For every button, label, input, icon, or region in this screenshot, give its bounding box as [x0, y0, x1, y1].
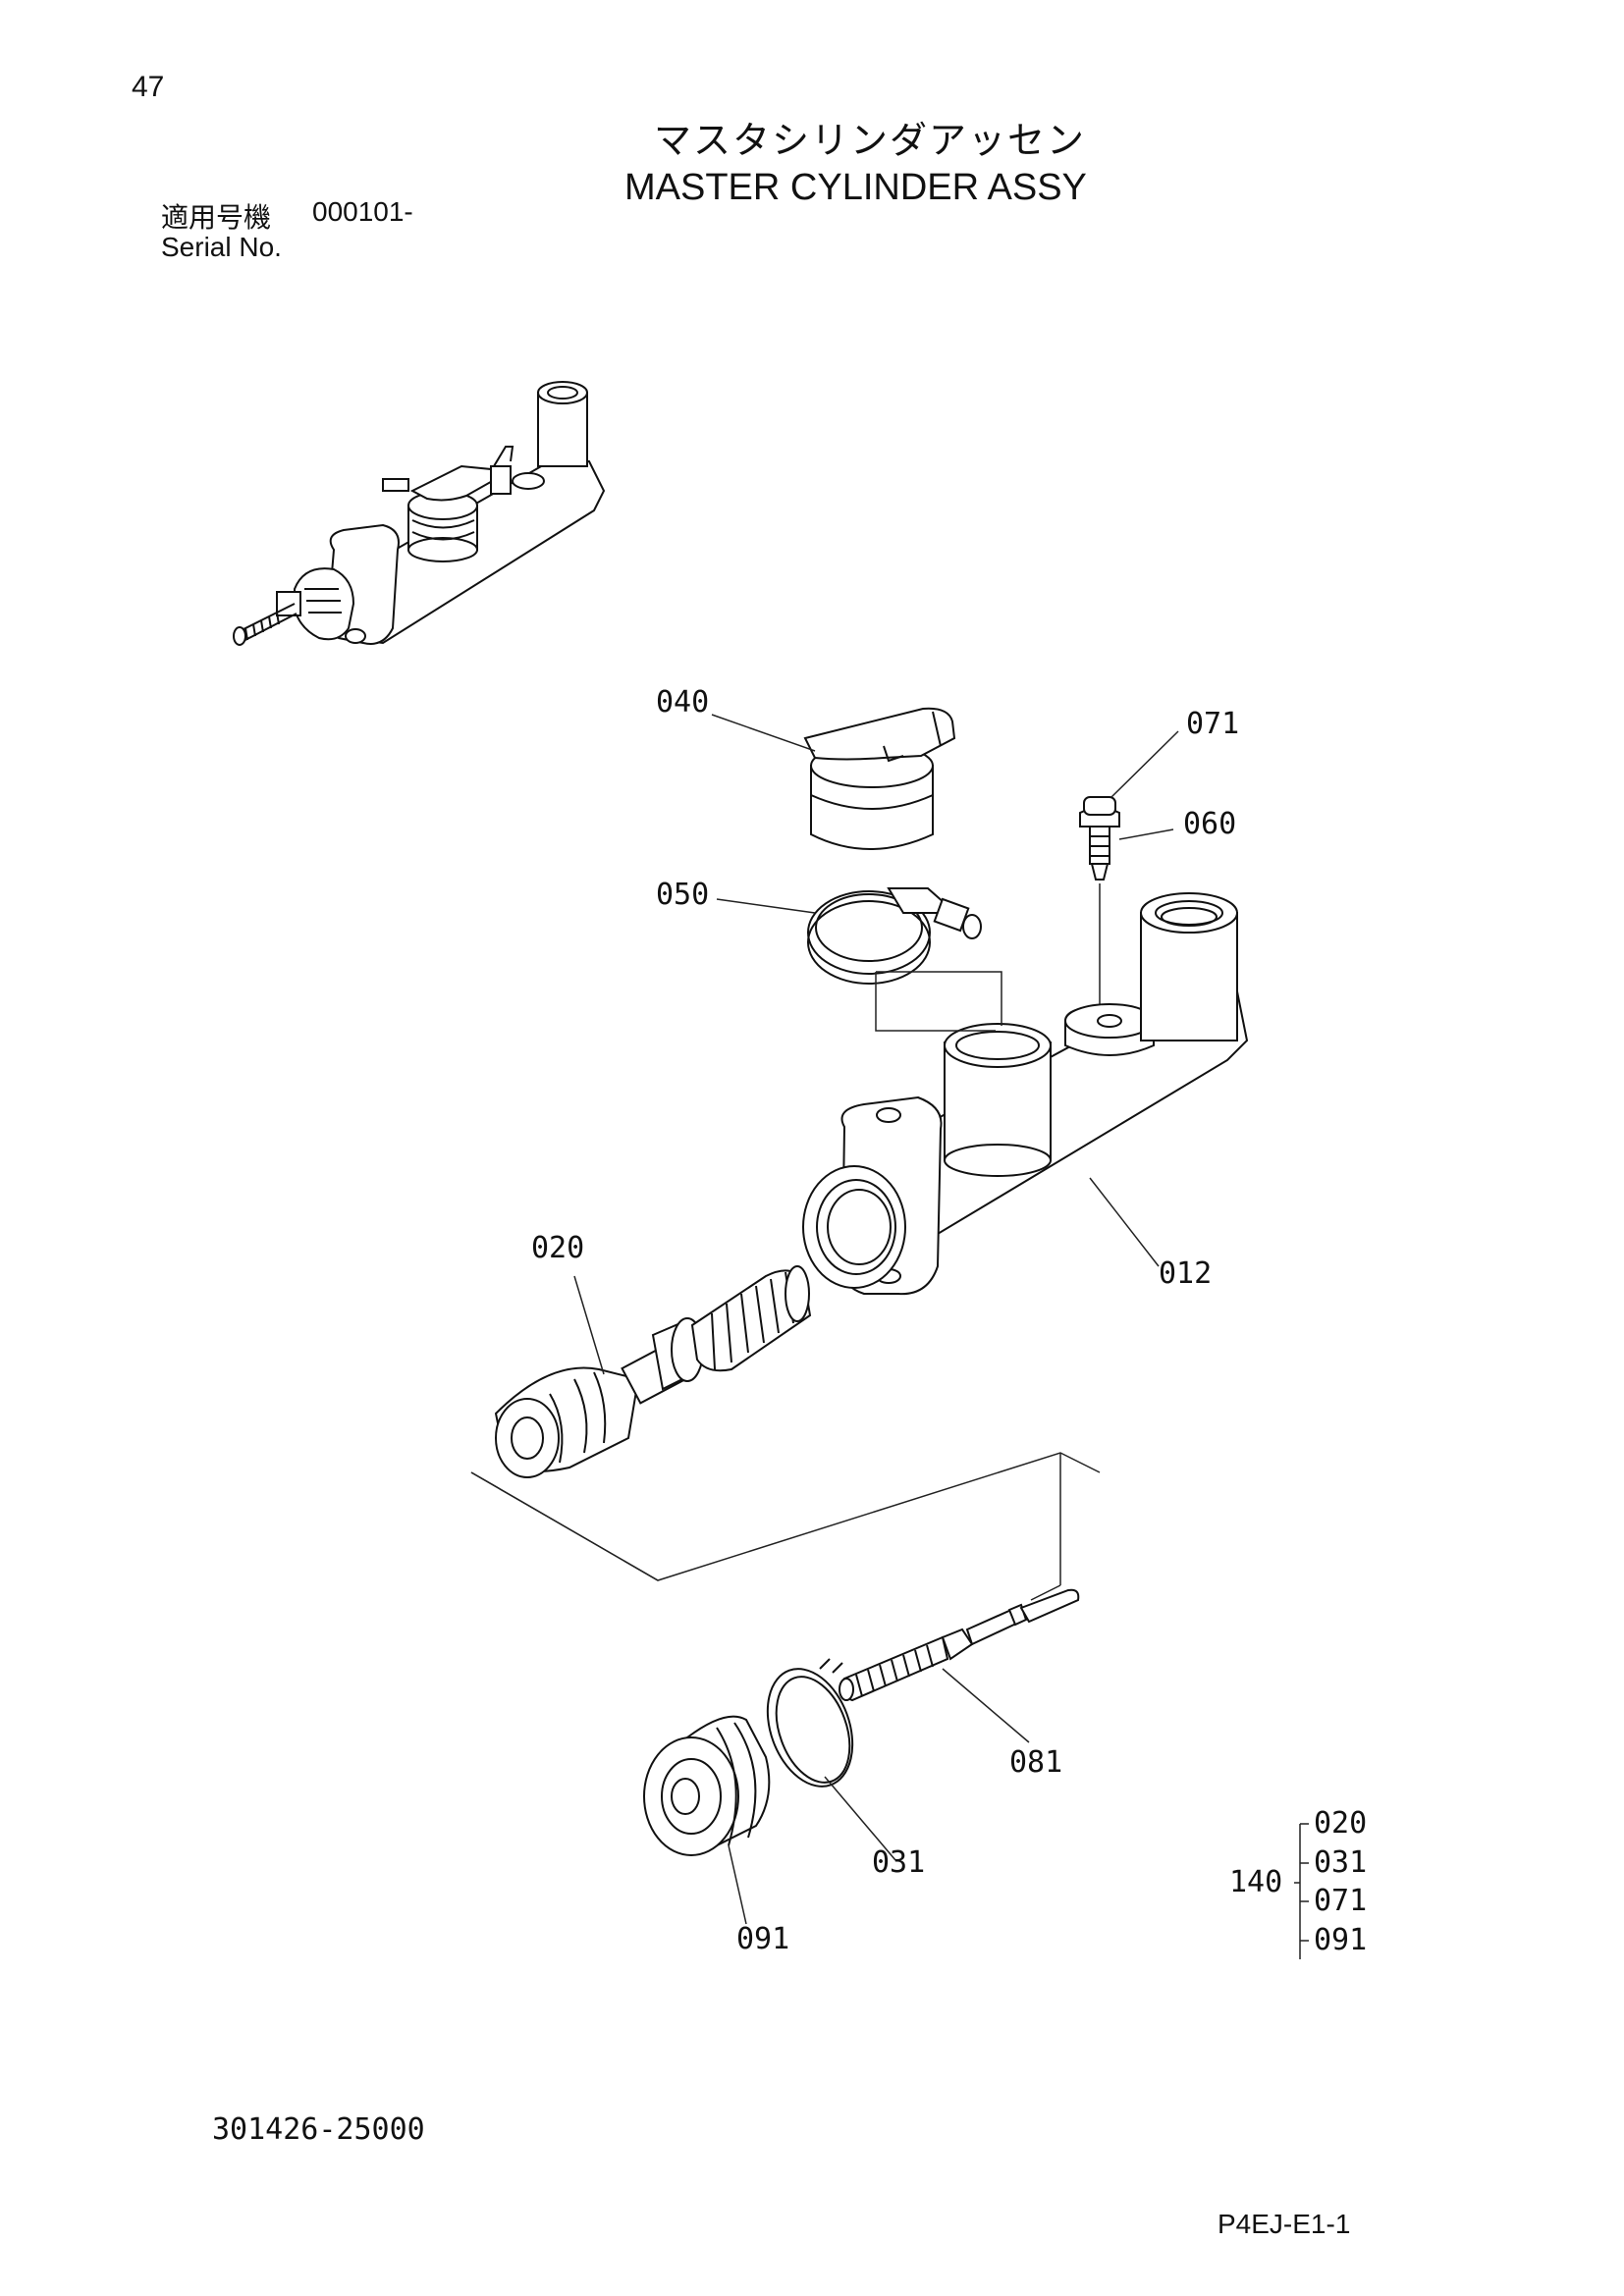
- callout-091: 091: [736, 1922, 790, 1956]
- assembled-view-illustration: [233, 381, 606, 646]
- callout-050: 050: [656, 878, 710, 912]
- serial-number-value: 000101-: [312, 196, 413, 227]
- kit-bracket: [1294, 1823, 1309, 1959]
- callout-020: 020: [531, 1231, 585, 1265]
- part-050-hose-clamp: [807, 887, 982, 985]
- callout-071: 071: [1186, 707, 1240, 741]
- part-091-piston-cup: [643, 1715, 771, 1856]
- part-012-cylinder-body: [802, 892, 1249, 1296]
- callout-012: 012: [1159, 1256, 1213, 1291]
- callout-040: 040: [656, 685, 710, 720]
- part-081-push-rod: [839, 1588, 1080, 1702]
- kit-item: 091: [1314, 1923, 1368, 1957]
- page-title: MASTER CYLINDER ASSY: [624, 167, 1087, 208]
- page-number: 47: [132, 71, 165, 103]
- kit-item: 071: [1314, 1884, 1368, 1918]
- page-code: P4EJ-E1-1: [1218, 2209, 1351, 2239]
- callout-060: 060: [1183, 807, 1237, 841]
- part-071-060-bleeder-valve: [1079, 796, 1120, 1021]
- assembly-guide-lines: [470, 971, 1101, 1601]
- page-title-japanese-text: マスタシリンダアッセン: [654, 119, 1087, 162]
- serial-label: Serial No.: [161, 232, 282, 262]
- kit-item: 020: [1314, 1806, 1368, 1841]
- serial-label-japanese: 適用号機: [161, 201, 272, 234]
- callout-031: 031: [872, 1845, 926, 1880]
- drawing-number: 301426-25000: [212, 2112, 425, 2147]
- part-020-piston-assembly: [494, 1265, 812, 1478]
- kit-number: 140: [1229, 1865, 1283, 1899]
- leader-lines: [573, 714, 1179, 1925]
- part-040-reservoir-cap: [803, 707, 956, 850]
- callout-081: 081: [1009, 1745, 1063, 1780]
- kit-item: 031: [1314, 1845, 1368, 1880]
